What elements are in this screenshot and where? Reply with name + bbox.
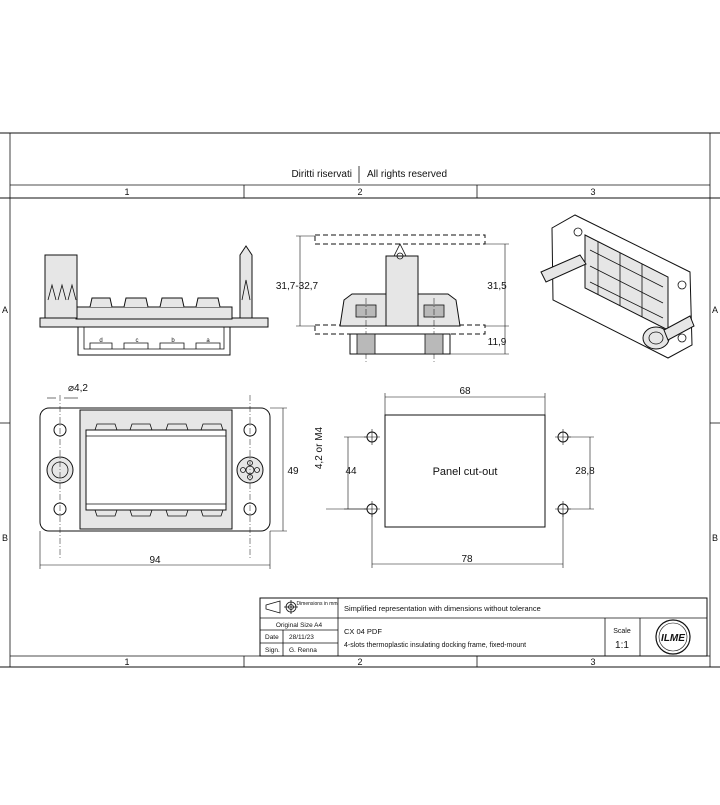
rights-en: All rights reserved	[367, 169, 447, 180]
col-label-1: 1	[124, 187, 129, 197]
scale-label: Scale	[613, 628, 631, 635]
dim-depth-range: 31,7-32,7	[276, 281, 319, 292]
dim-height-front: 49	[287, 466, 299, 477]
dim-hole-dia: ⌀4,2	[68, 383, 88, 394]
note-text: Simplified representation with dimension…	[344, 604, 541, 613]
slot-letter-d: d	[99, 338, 102, 344]
col-label-3-bottom: 3	[590, 657, 595, 667]
title-block	[259, 597, 708, 657]
dim-hole-alt: 4,2 or M4	[314, 426, 325, 469]
date-label: Date	[265, 634, 279, 641]
ilme-logo: ILME	[655, 619, 691, 655]
slot-letter-c: c	[136, 338, 139, 344]
dim-width-front: 94	[149, 555, 161, 566]
description-text: 4-slots thermoplastic insulating docking…	[344, 642, 526, 649]
row-label-a-right: A	[712, 305, 718, 315]
col-label-1-bottom: 1	[124, 657, 129, 667]
slot-letter-a: a	[206, 338, 210, 344]
cutout-label: Panel cut-out	[433, 466, 498, 478]
col-label-2-bottom: 2	[357, 657, 362, 667]
col-label-2: 2	[357, 187, 362, 197]
col-label-3: 3	[590, 187, 595, 197]
dim-width-top: 68	[459, 386, 471, 397]
rights-it: Diritti riservati	[291, 169, 352, 180]
dim-cutout-height: 28,8	[575, 466, 595, 477]
slot-letter-b: b	[171, 338, 175, 344]
original-size: Original Size A4	[276, 622, 323, 629]
side-view: d c b a	[39, 245, 269, 356]
row-label-b: B	[2, 533, 8, 543]
scale-value: 1:1	[615, 640, 629, 651]
isometric-view	[540, 214, 695, 359]
dim-height: 31,5	[487, 281, 507, 292]
dimensions-note: Dimensions in mm	[296, 601, 337, 607]
drawing-frame	[0, 132, 720, 668]
sign-label: Sign.	[265, 647, 280, 654]
dim-height-cutout: 44	[345, 466, 357, 477]
logo-text: ILME	[661, 633, 685, 644]
row-label-a: A	[2, 305, 8, 315]
sign-value: G. Renna	[289, 647, 317, 654]
cutout-view: Panel cut-out 68 78 44 28,8 4,2 or M4	[314, 386, 595, 568]
front-view: ⌀4,2 49 94	[39, 383, 299, 569]
row-label-b-right: B	[712, 533, 718, 543]
dim-width-cutout: 78	[461, 554, 473, 565]
date-value: 28/11/23	[289, 634, 314, 641]
code-text: CX 04 PDF	[344, 627, 382, 636]
dim-below-panel: 11,9	[488, 337, 507, 348]
section-view: 31,7-32,7 31,5 11,9	[276, 234, 509, 362]
